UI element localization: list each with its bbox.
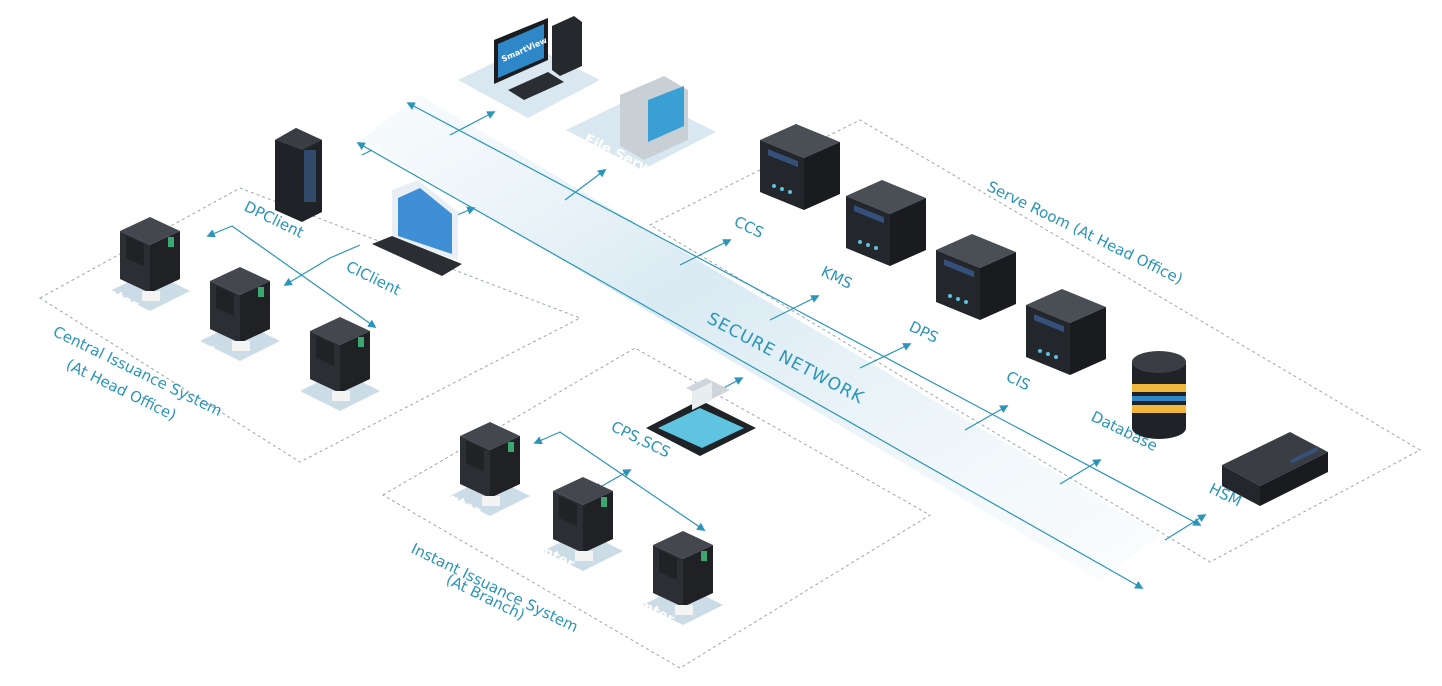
dps-label: DPS [906, 317, 941, 346]
ciclient-laptop [372, 180, 462, 276]
file-server: File Server [566, 76, 716, 183]
hsm-device [1222, 432, 1328, 506]
dpclient-tower [275, 128, 322, 222]
kms-server [846, 180, 926, 266]
cps-scs-tablet [646, 378, 756, 456]
zone-central [39, 187, 582, 463]
network-line-bottom [356, 142, 1144, 589]
kms-label: KMS [818, 262, 855, 292]
database-icon [1132, 351, 1186, 439]
ccs-server [760, 124, 840, 210]
dps-server [936, 234, 1016, 320]
ciclient-label: CIClient [343, 257, 403, 299]
connectors [206, 111, 1207, 541]
ccs-label: CCS [731, 212, 766, 242]
cis-label: CIS [1003, 367, 1033, 394]
cis-server [1026, 289, 1106, 375]
workstation: SmartView [458, 16, 600, 118]
